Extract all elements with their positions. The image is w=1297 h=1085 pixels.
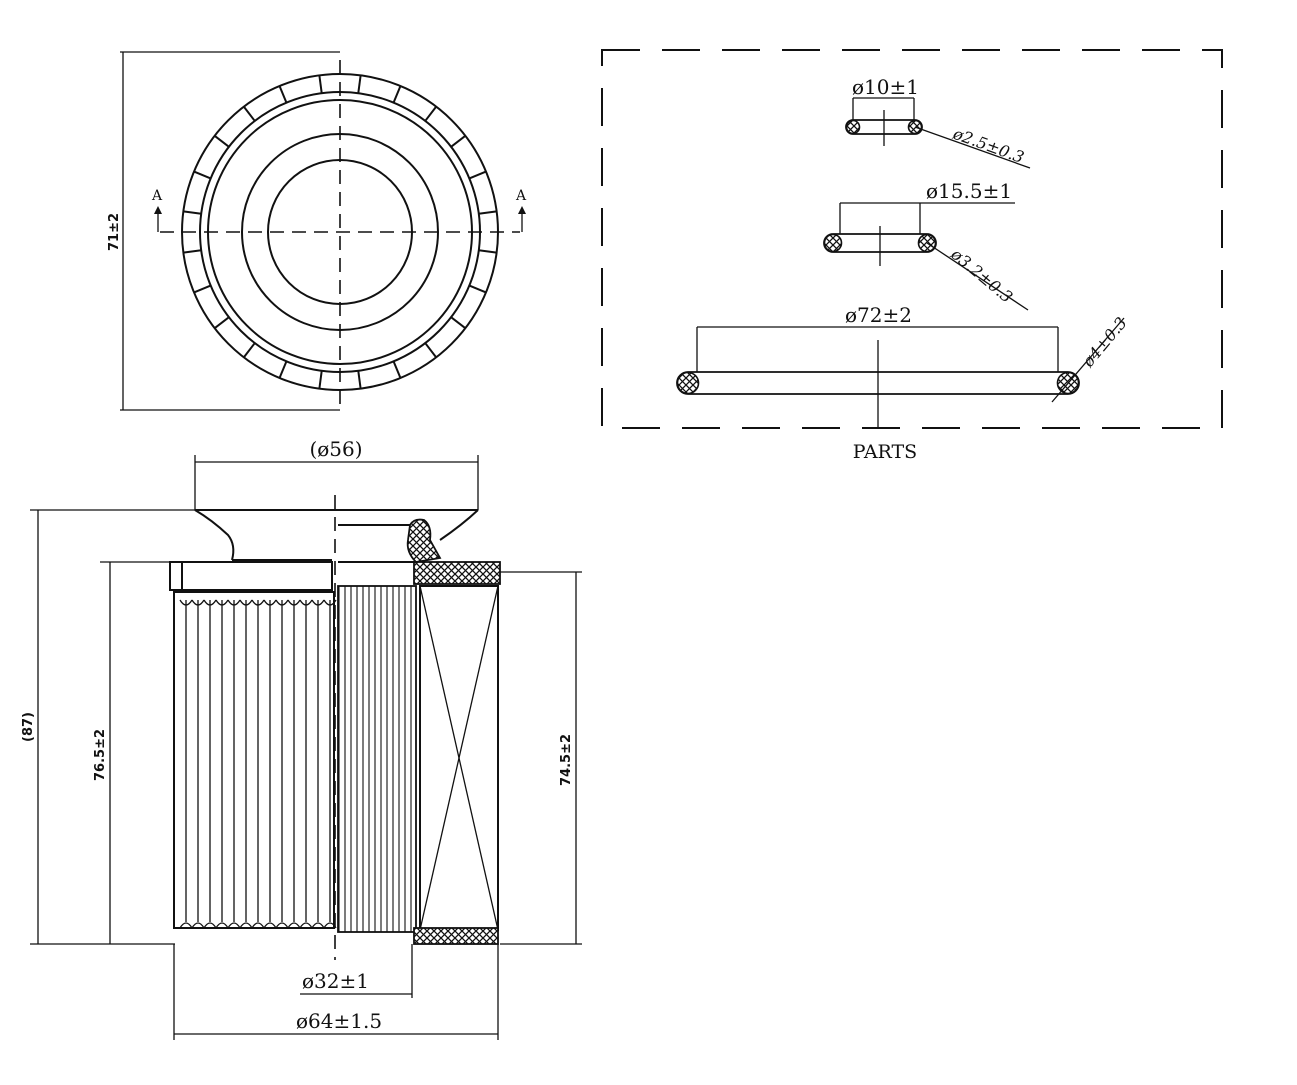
rib-line	[450, 316, 466, 329]
oring2-diameter: ø15.5±1	[926, 179, 1012, 203]
top-gasket	[413, 561, 501, 585]
rib-line	[392, 360, 402, 379]
oring1-cross-section: ø2.5±0.3	[950, 124, 1027, 167]
rib-line	[183, 249, 202, 254]
rib-line	[278, 360, 288, 379]
pleat-bottom-scallop	[275, 922, 289, 929]
pleat-bottom-scallop	[263, 922, 277, 929]
pleat-top-scallop	[203, 599, 217, 606]
pleat-top-scallop	[215, 599, 229, 606]
outer-diameter-dim: ø64±1.5	[296, 1009, 382, 1033]
oring2-cross-section: ø3.2±0.3	[947, 244, 1017, 307]
section-marker-right: A	[515, 188, 527, 204]
rib-line	[478, 249, 497, 254]
rib-line	[450, 135, 466, 148]
top-diameter-dim: (ø56)	[309, 437, 362, 461]
top-view-height-dim: 71±2	[107, 213, 122, 251]
pleated-media-section	[337, 585, 417, 933]
rib-line	[424, 106, 437, 122]
parts-panel: ø10±1 ø2.5±0.3 ø15.5±1 ø3.2±0.3	[601, 49, 1223, 463]
section-marker-left: A	[151, 188, 163, 204]
rib-line	[424, 342, 437, 358]
pleats	[179, 599, 337, 929]
pleat-top-scallop	[299, 599, 313, 606]
rib-line	[318, 370, 323, 389]
pleat-bottom-scallop	[251, 922, 265, 929]
rib-line	[183, 210, 202, 215]
rib-line	[357, 370, 362, 389]
pleat-top-scallop	[191, 599, 205, 606]
rib-line	[468, 284, 487, 294]
rib-line	[214, 316, 230, 329]
rib-line	[357, 75, 362, 94]
pleat-bottom-scallop	[287, 922, 301, 929]
oring-medium: ø15.5±1 ø3.2±0.3	[823, 179, 1029, 311]
pleat-top-scallop	[227, 599, 241, 606]
pleat-top-scallop	[251, 599, 265, 606]
rib-line	[193, 284, 212, 294]
pleat-top-scallop	[275, 599, 289, 606]
pleat-bottom-scallop	[239, 922, 253, 929]
end-cap-flange	[169, 561, 333, 591]
rib-line	[392, 85, 402, 104]
bottom-gasket	[413, 927, 499, 945]
cap-seal	[406, 518, 442, 563]
pleat-top-scallop	[263, 599, 277, 606]
pleat-top-scallop	[239, 599, 253, 606]
left-height-dim: 76.5±2	[93, 729, 108, 781]
pleat-bottom-scallop	[227, 922, 241, 929]
pleat-top-scallop	[311, 599, 325, 606]
rib-line	[193, 170, 212, 180]
rib-line	[243, 342, 256, 358]
oring3-diameter: ø72±2	[845, 303, 912, 327]
oring1-diameter: ø10±1	[852, 75, 919, 99]
pleat-top-scallop	[323, 599, 337, 606]
oring-small: ø10±1 ø2.5±0.3	[845, 75, 1031, 169]
pleat-top-scallop	[179, 599, 193, 606]
rib-line	[478, 210, 497, 215]
pleat-bottom-scallop	[215, 922, 229, 929]
top-view: 71±2 A A	[107, 51, 527, 411]
pleat-bottom-scallop	[311, 922, 325, 929]
pleat-bottom-scallop	[179, 922, 193, 929]
pleat-bottom-scallop	[299, 922, 313, 929]
pleat-bottom-scallop	[203, 922, 217, 929]
pleat-bottom-scallop	[191, 922, 205, 929]
side-view: (ø56) (87) 76.5±2	[21, 437, 582, 1040]
parts-title: PARTS	[853, 441, 917, 463]
rib-line	[214, 135, 230, 148]
right-height-dim: 74.5±2	[559, 734, 574, 786]
rib-line	[318, 75, 323, 94]
overall-height-dim: (87)	[21, 712, 36, 742]
oring3-cross-section: ø4±0.3	[1078, 313, 1131, 371]
oring-large: ø72±2 ø4±0.3	[676, 303, 1131, 428]
parts-frame	[601, 49, 1223, 429]
rib-line	[468, 170, 487, 180]
rib-line	[278, 85, 288, 104]
rib-pattern	[183, 75, 497, 389]
pleat-top-scallop	[287, 599, 301, 606]
rib-line	[243, 106, 256, 122]
inner-diameter-dim: ø32±1	[302, 969, 369, 993]
pleated-media-left	[173, 591, 335, 929]
